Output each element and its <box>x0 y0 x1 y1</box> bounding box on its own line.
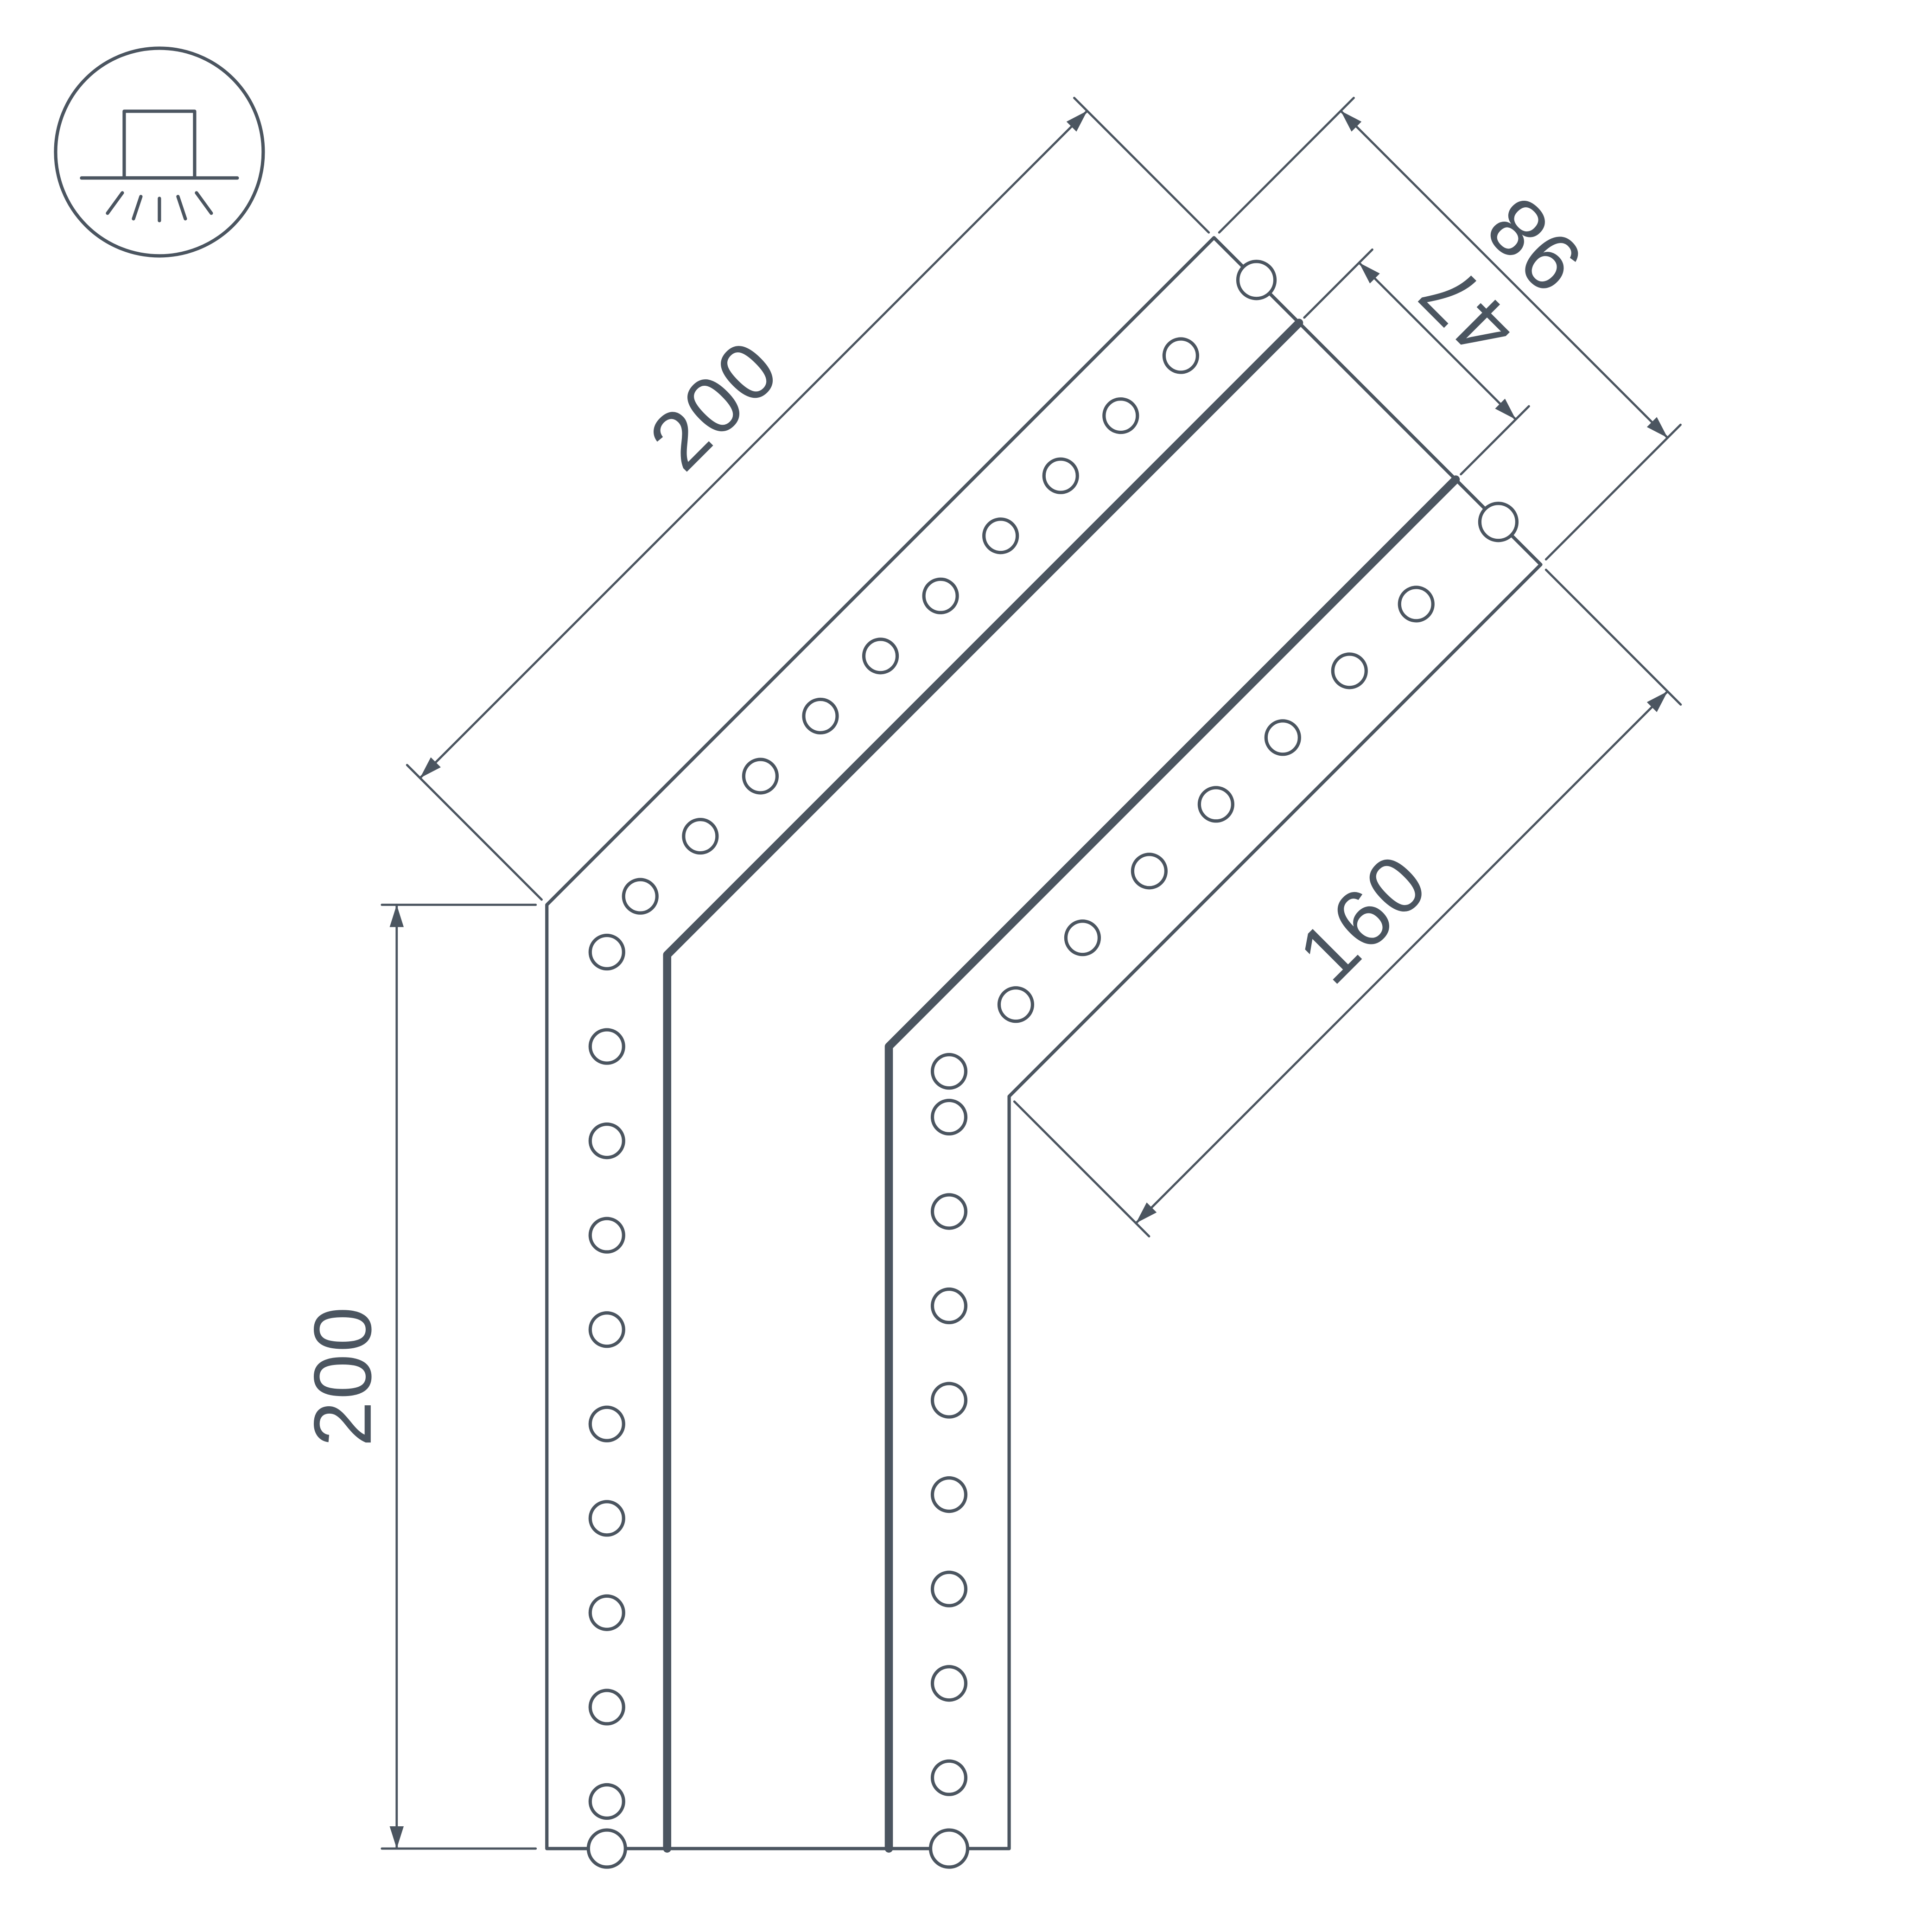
mounting-hole <box>922 577 959 614</box>
dimension-line <box>1135 690 1669 1224</box>
dimension-line <box>419 109 1088 779</box>
mounting-hole <box>1162 337 1199 374</box>
mounting-hole <box>930 1759 968 1796</box>
profile-outline <box>545 236 1543 1850</box>
mounting-hole <box>862 638 899 675</box>
extension-line <box>1073 96 1210 234</box>
mounting-holes-right-rail <box>930 1098 968 1796</box>
mounting-hole <box>930 1570 968 1607</box>
mounting-hole <box>588 1500 625 1537</box>
mounting-hole <box>1264 719 1301 756</box>
mounting-hole <box>1102 397 1139 434</box>
light-rays-icon <box>106 191 213 223</box>
mounting-hole <box>588 1594 625 1631</box>
end-notches <box>586 260 1519 1869</box>
mounting-hole <box>930 1382 968 1419</box>
mounting-hole <box>802 697 839 735</box>
mounting-hole <box>588 1311 625 1348</box>
extension-line <box>1544 423 1682 561</box>
bottom-notch <box>928 1828 970 1869</box>
mounting-hole <box>588 1405 625 1442</box>
icon-circle <box>54 46 265 258</box>
mounting-hole <box>930 1287 968 1325</box>
mounting-hole <box>588 933 625 971</box>
mounting-hole <box>1197 786 1234 823</box>
mounting-hole <box>588 1028 625 1065</box>
dimension-vertical-200: 200 <box>298 904 537 1850</box>
extension-line <box>1460 405 1530 476</box>
mounting-holes-lower-diagonal-rail <box>930 586 1435 1090</box>
mounting-hole <box>930 1476 968 1513</box>
mounting-hole <box>588 1783 625 1820</box>
mounting-holes-left-rail <box>588 933 625 1820</box>
mounting-hole <box>588 1122 625 1160</box>
extension-line <box>1544 568 1682 706</box>
dimension-line <box>1358 261 1517 421</box>
mounting-hole <box>588 1217 625 1254</box>
dimension-diagonal-200: 200 <box>406 96 1210 901</box>
dimension-label-diagonal-200: 200 <box>632 323 797 487</box>
mounting-hole <box>930 1665 968 1702</box>
extension-line <box>1013 1100 1150 1237</box>
extension-line <box>1218 96 1355 234</box>
mounting-hole <box>982 517 1019 555</box>
bottom-notch <box>586 1828 627 1869</box>
end-notch <box>1236 260 1277 300</box>
dimension-label-160: 160 <box>1281 836 1446 1001</box>
mounting-hole <box>1398 586 1435 623</box>
dimension-label-vertical-200: 200 <box>298 1305 388 1447</box>
mounting-hole <box>1064 919 1101 956</box>
mounting-hole <box>930 1098 968 1136</box>
mounting-hole <box>997 986 1035 1023</box>
extension-line <box>1303 248 1373 319</box>
mounting-hole <box>1042 457 1079 494</box>
channel-wall-right <box>884 475 1460 1853</box>
luminaire-box-icon <box>122 109 197 180</box>
extension-line <box>406 764 543 901</box>
mounting-hole <box>930 1053 968 1090</box>
mounting-hole <box>742 758 779 795</box>
channel-wall-left <box>663 319 1303 1853</box>
mounting-hole <box>588 1689 625 1726</box>
mounting-hole <box>682 817 719 855</box>
mounting-hole <box>622 878 659 915</box>
end-notch <box>1478 502 1519 542</box>
mounting-hole <box>930 1193 968 1230</box>
mounting-hole <box>1331 652 1368 689</box>
mounting-hole <box>1131 853 1168 890</box>
mount-type-icon <box>54 46 265 258</box>
